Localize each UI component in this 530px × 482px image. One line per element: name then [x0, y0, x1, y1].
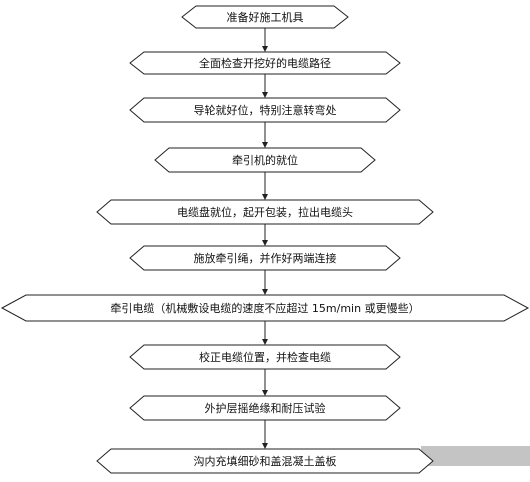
step-10-label: 沟内充填细砂和盖混凝土盖板 — [194, 454, 337, 468]
flow-step-3: 导轮就好位，特别注意转弯处 — [129, 97, 401, 123]
step-5-hexagon — [96, 199, 434, 225]
arrowhead-6 — [262, 289, 268, 295]
step-10-hexagon — [96, 448, 434, 474]
flow-step-1: 准备好施工机具 — [181, 5, 349, 29]
step-4-label: 牵引机的就位 — [232, 153, 298, 167]
step-3-hexagon — [129, 97, 401, 123]
arrowhead-4 — [262, 194, 268, 200]
arrowhead-3 — [262, 142, 268, 148]
step-6-label: 施放牵引绳，并作好两端连接 — [194, 251, 337, 265]
connectors — [262, 28, 268, 449]
arrowhead-2 — [262, 92, 268, 98]
step-9-label: 外护层摇绝缘和耐压试验 — [205, 401, 326, 415]
flow-step-2: 全面检查开挖好的电缆路径 — [129, 51, 401, 75]
step-7-label: 牵引电缆（机械敷设电缆的速度不应超过 15m/min 或更慢些） — [110, 301, 419, 315]
grey-bar — [421, 446, 530, 466]
step-8-hexagon — [129, 344, 401, 370]
step-7-hexagon — [0, 294, 530, 322]
step-6-hexagon — [129, 245, 401, 271]
step-5-label: 电缆盘就位，起开包装，拉出电缆头 — [177, 205, 353, 219]
step-1-hexagon — [181, 5, 349, 29]
step-8-label: 校正电缆位置，并检查电缆 — [199, 350, 331, 364]
arrowhead-7 — [262, 339, 268, 345]
step-2-hexagon — [129, 51, 401, 75]
flow-step-10: 沟内充填细砂和盖混凝土盖板 — [96, 448, 434, 474]
arrowhead-1 — [262, 46, 268, 52]
flow-step-4: 牵引机的就位 — [154, 147, 376, 173]
step-9-hexagon — [129, 395, 401, 421]
flow-step-9: 外护层摇绝缘和耐压试验 — [129, 395, 401, 421]
flow-step-7: 牵引电缆（机械敷设电缆的速度不应超过 15m/min 或更慢些） — [0, 294, 530, 322]
arrowhead-5 — [262, 240, 268, 246]
flow-step-5: 电缆盘就位，起开包装，拉出电缆头 — [96, 199, 434, 225]
arrowhead-8 — [262, 390, 268, 396]
step-4-hexagon — [154, 147, 376, 173]
step-3-label: 导轮就好位，特别注意转弯处 — [194, 103, 337, 117]
step-1-label: 准备好施工机具 — [227, 10, 304, 24]
step-2-label: 全面检查开挖好的电缆路径 — [199, 56, 331, 70]
arrowhead-9 — [262, 443, 268, 449]
flow-step-6: 施放牵引绳，并作好两端连接 — [129, 245, 401, 271]
step-nodes: 准备好施工机具全面检查开挖好的电缆路径导轮就好位，特别注意转弯处牵引机的就位电缆… — [0, 5, 530, 474]
flow-step-8: 校正电缆位置，并检查电缆 — [129, 344, 401, 370]
